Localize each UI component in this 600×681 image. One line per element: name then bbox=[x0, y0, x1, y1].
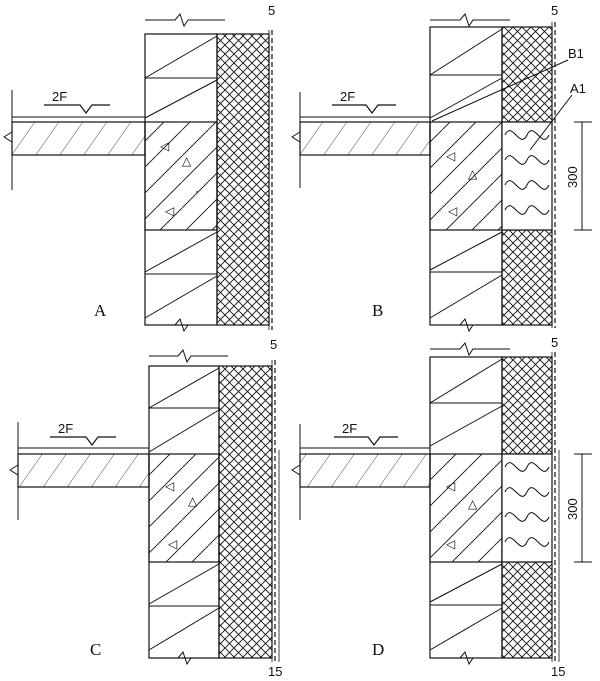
break-line-top bbox=[149, 348, 228, 364]
masonry-hatch bbox=[148, 367, 220, 651]
slab-break-mark bbox=[9, 464, 19, 476]
mineral-wool-pattern bbox=[504, 462, 550, 547]
level-marker bbox=[334, 436, 398, 446]
top-dimension: 5 bbox=[268, 3, 275, 18]
slab-break-mark bbox=[291, 464, 301, 476]
height-dimension: 300 bbox=[565, 166, 580, 188]
aggregate-marks: ◁ △ ◁ bbox=[446, 479, 478, 551]
slab-break-mark bbox=[3, 131, 13, 143]
svg-text:◁: ◁ bbox=[165, 479, 175, 493]
panel-a: ◁ △ ◁ · 2F 5 A bbox=[3, 3, 275, 333]
insulation-layer bbox=[218, 365, 273, 659]
break-line-top bbox=[430, 341, 510, 357]
floor-level-label: 2F bbox=[340, 89, 355, 104]
insulation-layer-lower bbox=[501, 229, 553, 326]
insulation-layer-lower bbox=[501, 561, 553, 659]
panel-b: ◁ △ ◁ 2F B1 A1 300 5 bbox=[291, 3, 592, 333]
concrete-beam bbox=[429, 453, 503, 563]
break-line-top bbox=[145, 12, 225, 28]
panel-d: ◁ △ ◁ 2F 300 5 15 D bbox=[291, 335, 592, 679]
level-marker bbox=[332, 104, 396, 114]
band-label: A1 bbox=[570, 81, 586, 96]
aggregate-marks: ◁ △ ◁ bbox=[446, 149, 478, 218]
svg-text:◁: ◁ bbox=[446, 149, 456, 163]
panel-caption: D bbox=[372, 640, 384, 659]
band-leader bbox=[529, 94, 573, 151]
insulation-layer-upper bbox=[501, 26, 553, 123]
svg-text:△: △ bbox=[188, 494, 198, 508]
svg-text:◁: ◁ bbox=[168, 537, 178, 551]
top-dimension: 5 bbox=[270, 337, 277, 352]
svg-text:◁: ◁ bbox=[448, 204, 458, 218]
floor-level-label: 2F bbox=[58, 421, 73, 436]
svg-text:△: △ bbox=[468, 167, 478, 181]
aggregate-marks: ◁ △ ◁ bbox=[165, 479, 198, 551]
panel-caption: C bbox=[90, 640, 101, 659]
floor-level-label: 2F bbox=[342, 421, 357, 436]
svg-text:◁: ◁ bbox=[160, 139, 170, 153]
bottom-dimension: 15 bbox=[551, 664, 565, 679]
floor-slab bbox=[299, 453, 431, 488]
svg-text:◁: ◁ bbox=[446, 537, 456, 551]
floor-slab bbox=[299, 121, 431, 156]
joint-leader bbox=[431, 59, 569, 122]
break-line-bottom bbox=[430, 650, 510, 666]
level-marker bbox=[44, 104, 110, 114]
top-dimension: 5 bbox=[551, 3, 558, 18]
insulation-layer-upper bbox=[501, 356, 553, 455]
insulation-layer bbox=[216, 33, 270, 326]
aggregate-marks: ◁ △ ◁ · bbox=[160, 139, 199, 218]
break-line-bottom bbox=[145, 317, 225, 333]
concrete-beam bbox=[429, 121, 503, 231]
break-line-bottom bbox=[149, 650, 228, 666]
svg-text:◁: ◁ bbox=[446, 479, 456, 493]
floor-level-label: 2F bbox=[52, 89, 67, 104]
level-marker bbox=[50, 436, 116, 446]
svg-text:△: △ bbox=[468, 497, 478, 511]
slab-break-mark bbox=[291, 131, 301, 143]
panel-caption: A bbox=[94, 301, 107, 320]
panel-c: ◁ △ ◁ 2F 5 15 C bbox=[9, 337, 282, 679]
svg-text:·: · bbox=[195, 184, 199, 198]
joint-label: B1 bbox=[568, 46, 584, 61]
break-line-top bbox=[430, 12, 510, 28]
bottom-dimension: 15 bbox=[268, 664, 282, 679]
fireproof-band bbox=[501, 453, 553, 563]
height-dimension: 300 bbox=[565, 498, 580, 520]
fireproof-band bbox=[501, 121, 553, 231]
floor-slab bbox=[11, 121, 146, 156]
floor-slab bbox=[17, 453, 150, 488]
break-line-bottom bbox=[430, 317, 510, 333]
svg-text:◁: ◁ bbox=[165, 204, 175, 218]
mineral-wool-pattern bbox=[504, 130, 550, 215]
top-dimension: 5 bbox=[551, 335, 558, 350]
concrete-beam bbox=[148, 453, 220, 563]
concrete-beam bbox=[144, 121, 218, 231]
panel-caption: B bbox=[372, 301, 383, 320]
svg-text:△: △ bbox=[182, 154, 192, 168]
